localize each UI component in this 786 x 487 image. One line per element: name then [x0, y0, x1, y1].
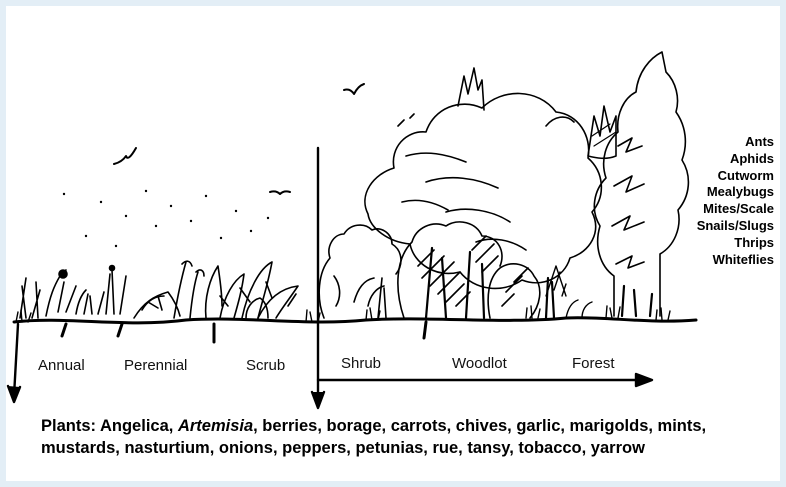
pest-item: Whiteflies	[697, 252, 774, 269]
bird-icon	[344, 84, 364, 94]
pest-list: Ants Aphids Cutworm Mealybugs Mites/Scal…	[697, 134, 774, 268]
perennial-plants	[134, 261, 204, 318]
center-down-arrow	[312, 148, 324, 408]
plants-prefix: Plants: Angelica,	[41, 417, 178, 435]
left-down-arrow	[8, 324, 20, 402]
roots	[62, 322, 426, 342]
pest-item: Mites/Scale	[697, 201, 774, 218]
stage-label-perennial: Perennial	[124, 357, 187, 374]
annual-plants	[20, 266, 126, 319]
scrub-plants	[206, 262, 298, 318]
pest-item: Mealybugs	[697, 184, 774, 201]
plants-caption: Plants: Angelica, Artemisia, berries, bo…	[41, 415, 741, 459]
forest-tree	[594, 52, 688, 316]
stage-label-scrub: Scrub	[246, 357, 285, 374]
stage-label-forest: Forest	[572, 355, 615, 372]
succession-illustration	[6, 6, 780, 481]
stage-label-annual: Annual	[38, 357, 85, 374]
succession-arrow	[318, 374, 652, 386]
pest-item: Cutworm	[697, 168, 774, 185]
seed-dots	[63, 190, 269, 247]
conifer-trees	[458, 68, 616, 158]
plants-italic: Artemisia	[178, 417, 253, 435]
diagram-frame: Annual Perennial Scrub Shrub Woodlot For…	[6, 6, 780, 481]
woodlot-trees	[398, 222, 554, 318]
stage-label-shrub: Shrub	[341, 355, 381, 372]
pest-item: Ants	[697, 134, 774, 151]
stage-label-woodlot: Woodlot	[452, 355, 507, 372]
pest-item: Thrips	[697, 235, 774, 252]
pest-item: Snails/Slugs	[697, 218, 774, 235]
bird-icons	[114, 84, 364, 194]
ground-line	[14, 318, 696, 323]
bird-icon	[114, 148, 136, 164]
bird-icon	[270, 191, 290, 194]
shrub-plants	[319, 225, 401, 318]
pest-item: Aphids	[697, 151, 774, 168]
